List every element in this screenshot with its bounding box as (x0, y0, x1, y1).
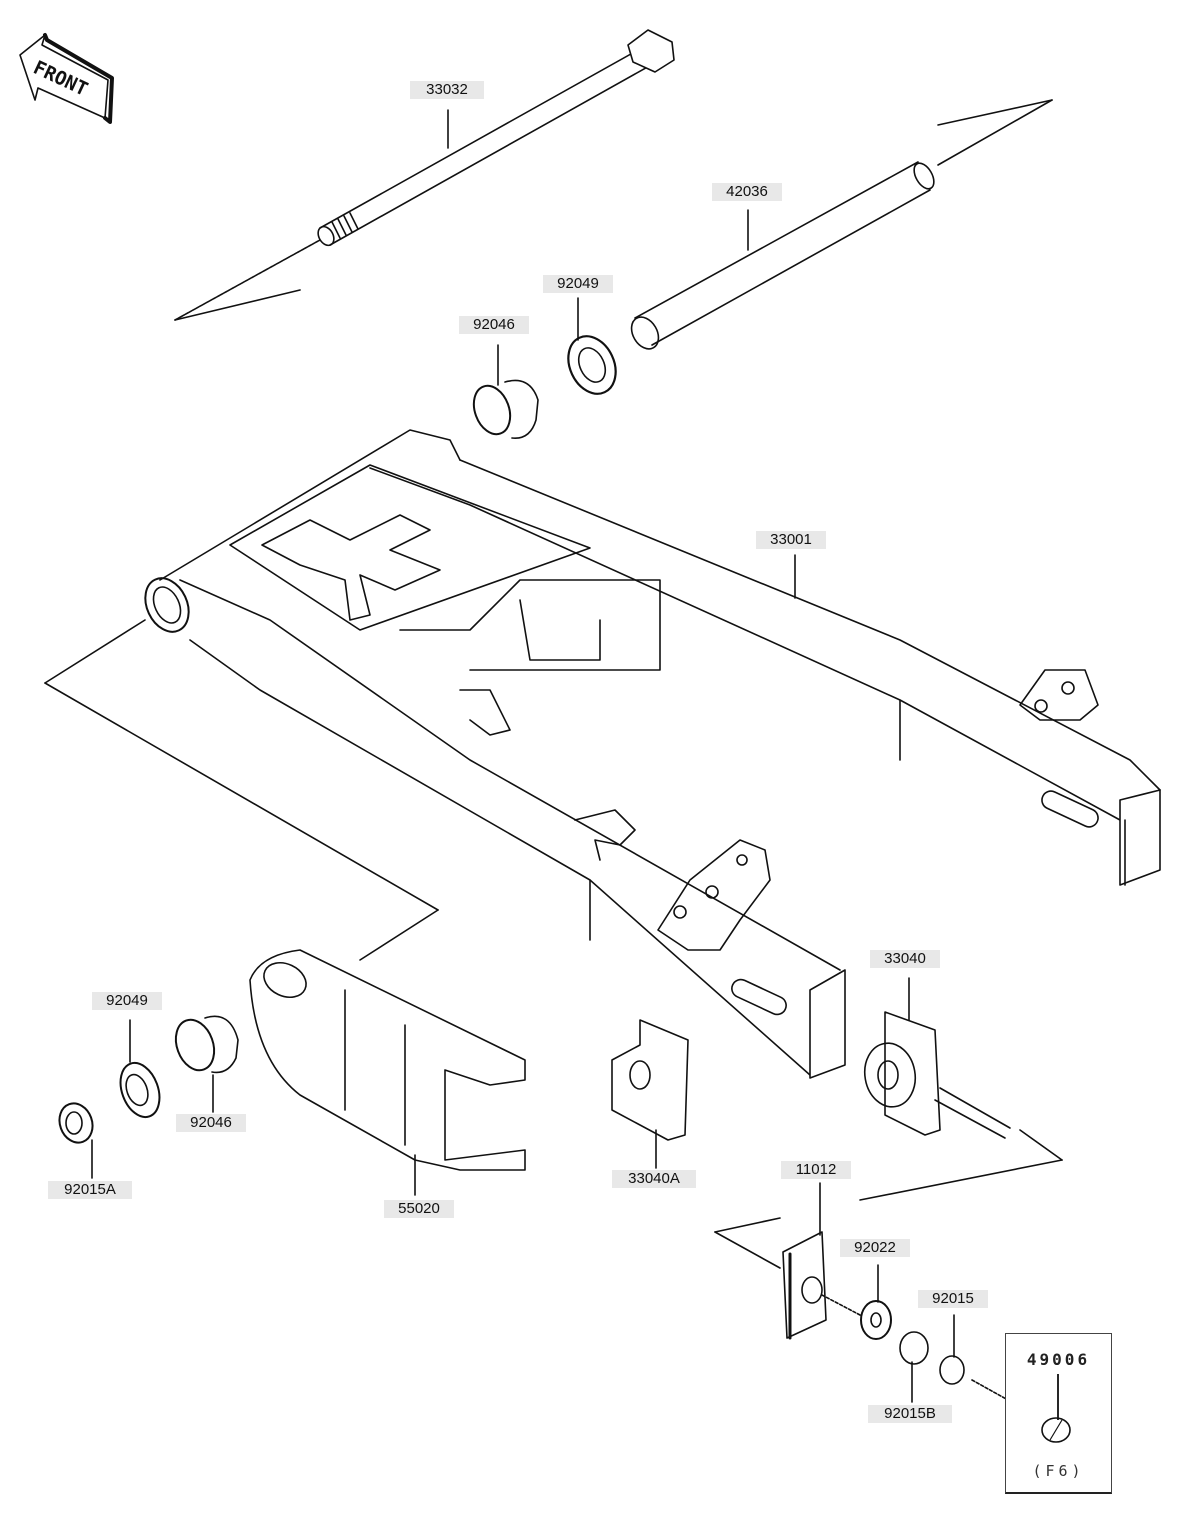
part-label-55020[interactable]: 55020 (384, 1200, 454, 1218)
chain-guard-55020 (249, 949, 526, 1196)
oil-seal-92049-left (119, 1019, 161, 1119)
part-label-33040A[interactable]: 33040A (612, 1170, 696, 1188)
part-label-92049-left[interactable]: 92049 (92, 992, 162, 1010)
part-label-11012[interactable]: 11012 (781, 1161, 851, 1179)
adjuster-plate-33040A (611, 1019, 689, 1169)
part-label-33001[interactable]: 33001 (756, 531, 826, 549)
inset-part-49006: 49006 (F6) (1005, 1333, 1112, 1494)
washer-92022 (860, 1264, 892, 1340)
bearing-92046-left (174, 1015, 239, 1113)
cap-icon (1041, 1374, 1071, 1443)
bearing-92046-top (472, 344, 539, 439)
oil-seal-92049-top (567, 297, 617, 395)
part-label-33032[interactable]: 33032 (410, 81, 484, 99)
bracket-11012 (714, 1182, 861, 1340)
part-label-33040[interactable]: 33040 (870, 950, 940, 968)
part-label-92015A[interactable]: 92015A (48, 1181, 132, 1199)
rear-axle-42036 (630, 99, 1053, 350)
part-label-92046-top[interactable]: 92046 (459, 316, 529, 334)
part-label-92046-left[interactable]: 92046 (176, 1114, 246, 1132)
part-label-92022[interactable]: 92022 (840, 1239, 910, 1257)
nut-92015A (58, 1102, 94, 1179)
front-arrow-icon: FRONT (19, 33, 114, 124)
part-label-42036[interactable]: 42036 (712, 183, 782, 201)
part-label-92015[interactable]: 92015 (918, 1290, 988, 1308)
pivot-shaft-33032 (174, 29, 675, 321)
inset-part-number[interactable]: 49006 (1026, 1350, 1091, 1369)
chain-adjuster-33040 (859, 977, 1063, 1201)
inset-note: (F6) (1032, 1462, 1085, 1480)
part-label-92049-top[interactable]: 92049 (543, 275, 613, 293)
nut-92015B (899, 1331, 929, 1403)
part-label-92015B[interactable]: 92015B (868, 1405, 952, 1423)
swingarm-33001 (44, 429, 1161, 1079)
